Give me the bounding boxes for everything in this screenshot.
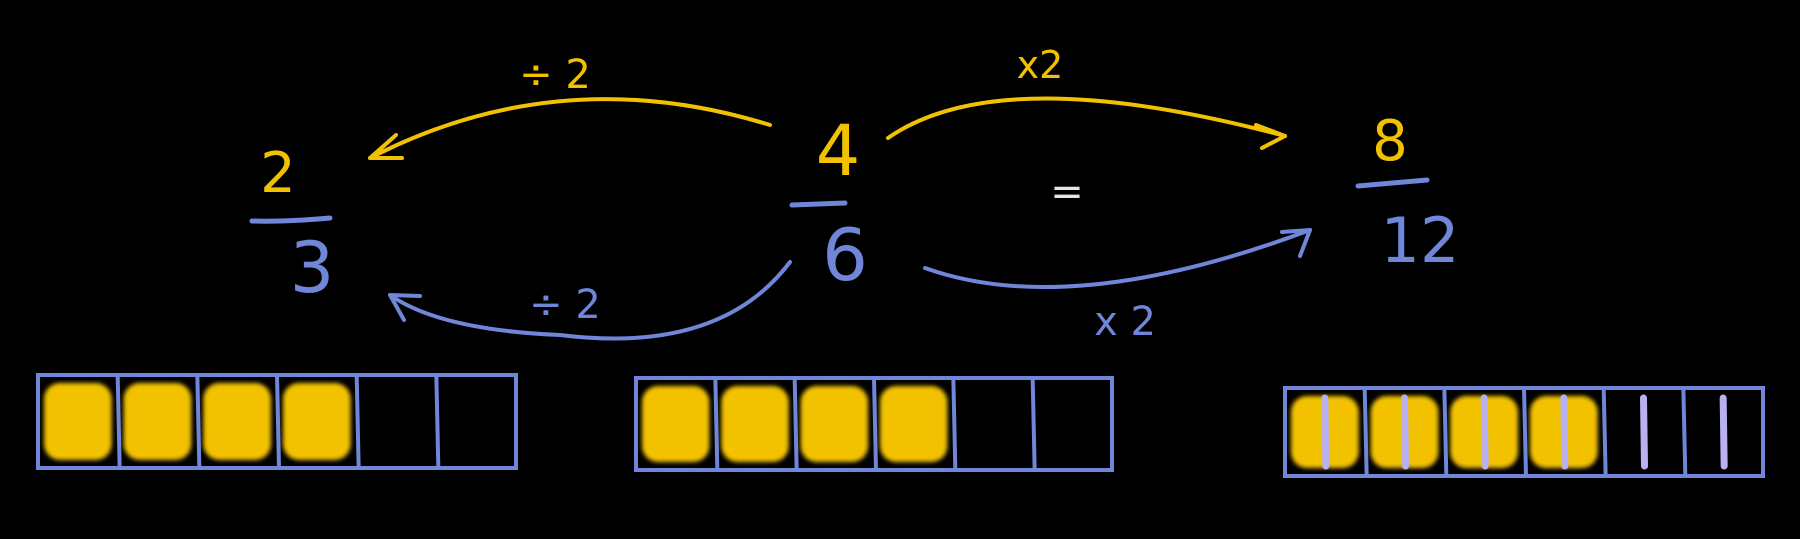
arrow-bottom-left [388,260,792,341]
fraction-bar-3 [1283,386,1765,478]
label-divide-bottom: ÷ 2 [529,282,601,328]
arrow-bottom-right [923,228,1312,290]
cell-divider [1601,387,1608,477]
cell-divider [1442,387,1449,477]
fraction-bars [36,373,1765,478]
denominator-3: 3 [290,227,335,309]
split-line [1719,394,1728,470]
split-line [1401,394,1409,470]
label-multiply-top: x2 [1017,43,1064,87]
fraction-bar-2 [634,376,1114,472]
cell-divider [713,377,720,471]
shaded-cell [283,383,351,460]
equals-sign: = [1050,169,1084,215]
denominator-6: 6 [822,213,868,297]
shaded-cell [44,383,112,460]
shaded-cell [800,386,868,462]
fraction-4-6: 4 6 [789,110,868,297]
numerator-2: 2 [260,141,296,206]
cell-divider [115,374,122,469]
cell-divider [1522,387,1528,477]
cell-divider [354,374,361,469]
split-line [1480,394,1489,470]
fraction-bar-4-6 [789,200,848,208]
cell-divider [1030,377,1037,471]
cell-divider [872,377,878,471]
label-multiply-bottom: x 2 [1094,299,1156,345]
cell-divider [951,377,958,471]
split-line [1640,394,1648,470]
fraction-bar-1 [36,373,518,470]
shaded-cell [880,386,948,462]
cell-divider [792,377,799,471]
shaded-cell [203,383,271,460]
cell-divider [434,374,441,469]
arrow-top-left [368,97,772,160]
fraction-bar-8-12 [1355,177,1430,189]
split-line [1560,394,1569,470]
split-line [1321,394,1330,470]
cell-divider [1362,387,1369,477]
numerator-8: 8 [1372,109,1408,174]
denominator-12: 12 [1381,204,1460,277]
arrow-top-right [886,96,1287,150]
shaded-cell [721,386,789,462]
fraction-8-12: 8 12 [1355,109,1460,277]
cell-divider [195,374,202,469]
fraction-2-3: 2 3 [249,141,335,309]
shaded-cell [642,386,710,462]
label-divide-top: ÷ 2 [519,52,591,98]
fraction-bar-2-3 [249,215,333,224]
shaded-cell [123,383,192,460]
cell-divider [275,374,281,469]
numerator-4: 4 [816,110,861,192]
cell-divider [1681,387,1688,477]
